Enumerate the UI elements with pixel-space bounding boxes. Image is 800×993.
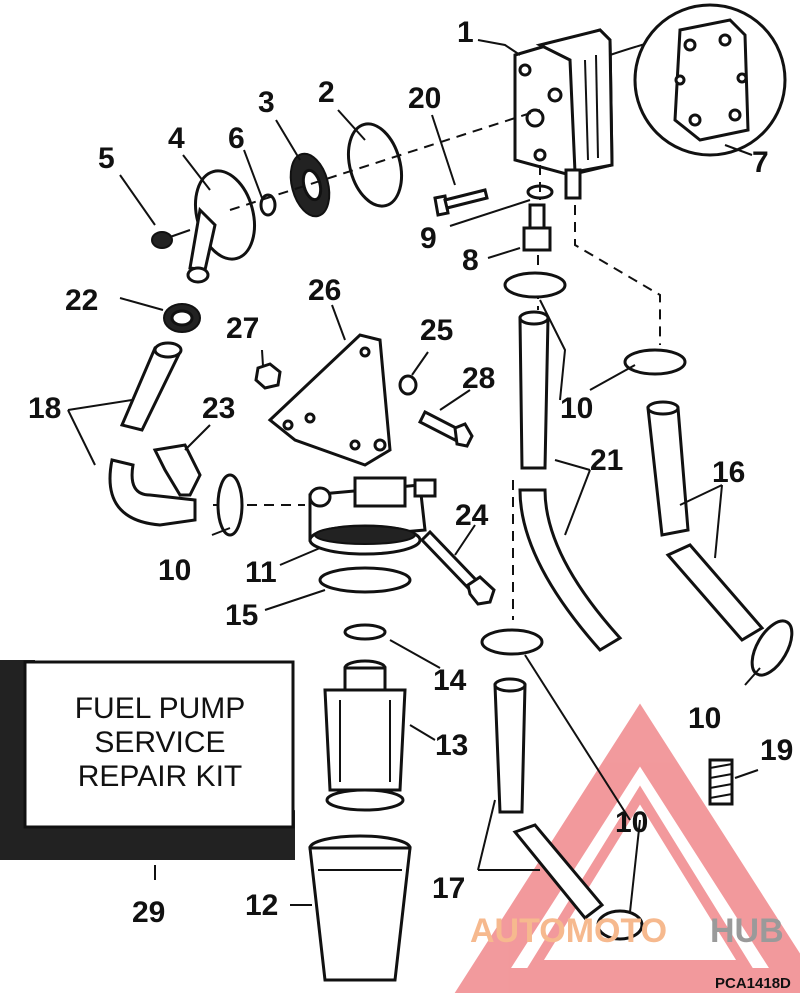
callout-28: 28: [462, 362, 495, 395]
spring-19: [708, 758, 734, 806]
o-ring-2: [347, 122, 403, 208]
callout-10a: 10: [560, 392, 593, 425]
o-ring-15: [318, 566, 412, 594]
callout-19: 19: [760, 734, 793, 767]
hose-18: [108, 341, 197, 527]
screw-5: [151, 229, 191, 249]
repair-kit-box: [0, 660, 295, 860]
pump-gasket-detail: [633, 3, 787, 157]
callout-numbers: 1 2 3 4 5 6 7 8 9 10 10 10 10 11 12 13 1…: [28, 16, 793, 929]
callout-17: 17: [432, 872, 465, 905]
callout-29: 29: [132, 896, 165, 929]
callout-2: 2: [318, 76, 335, 109]
callout-9: 9: [420, 222, 437, 255]
washer-25: [398, 374, 418, 396]
callout-27: 27: [226, 312, 259, 345]
callout-25: 25: [420, 314, 453, 347]
callout-15: 15: [225, 599, 258, 632]
hose-21: [518, 310, 623, 652]
bolt-28: [417, 409, 474, 448]
hose-17: [493, 677, 605, 921]
pump-cover: [186, 169, 256, 284]
filter-head: [308, 476, 437, 556]
callout-3: 3: [258, 86, 275, 119]
callout-22: 22: [65, 284, 98, 317]
mounting-plate: [267, 333, 392, 467]
callout-10d: 10: [615, 806, 648, 839]
callout-4: 4: [168, 122, 185, 155]
callout-10c: 10: [688, 702, 721, 735]
callout-14: 14: [433, 664, 467, 697]
bolt-20: [433, 188, 489, 217]
assembly-guide-lines: [213, 109, 661, 620]
callout-12: 12: [245, 889, 278, 922]
o-ring-14: [343, 623, 387, 641]
callout-6: 6: [228, 122, 245, 155]
washer-6: [259, 193, 277, 217]
watermark-text: AUTOMOTO HUB: [470, 912, 784, 950]
fitting-8: [522, 203, 552, 252]
callout-16: 16: [712, 456, 745, 489]
nut-27: [254, 362, 282, 390]
callout-26: 26: [308, 274, 341, 307]
callout-24: 24: [455, 499, 489, 532]
callout-1: 1: [457, 16, 474, 49]
hose-clamps: [216, 271, 794, 941]
bracket-23: [152, 443, 202, 497]
kit-line-3: REPAIR KIT: [78, 760, 242, 793]
diaphragm: [289, 152, 331, 218]
watermark-automoto: AUTOMOTO: [470, 912, 667, 950]
callout-10b: 10: [158, 554, 191, 587]
callout-11: 11: [245, 556, 277, 589]
bolt-24: [419, 529, 496, 606]
callout-5: 5: [98, 142, 115, 175]
callout-18: 18: [28, 392, 61, 425]
filter-bowl: [308, 834, 412, 982]
callout-13: 13: [435, 729, 468, 762]
figure-code: PCA1418D: [715, 975, 791, 992]
kit-line-1: FUEL PUMP: [75, 692, 246, 725]
filter-element: [323, 659, 407, 812]
watermark-hub: HUB: [710, 912, 784, 950]
fuel-pump-body: [513, 28, 661, 200]
callout-8: 8: [462, 244, 479, 277]
hose-16: [646, 400, 765, 642]
callout-7: 7: [752, 146, 769, 179]
callout-23: 23: [202, 392, 235, 425]
leader-lines: [67, 39, 761, 913]
callout-21: 21: [590, 444, 623, 477]
repair-kit-label: FUEL PUMP SERVICE REPAIR KIT: [75, 692, 246, 793]
callout-20: 20: [408, 82, 441, 115]
kit-line-2: SERVICE: [94, 726, 225, 759]
